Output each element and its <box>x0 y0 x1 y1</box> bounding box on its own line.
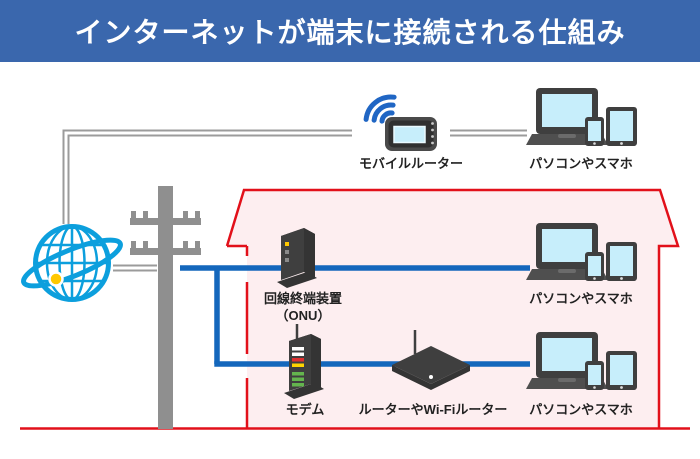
devices-bottom-label: パソコンやスマホ <box>529 402 633 417</box>
wireless-link-lines <box>62 129 527 272</box>
wifi-signal-icon <box>363 94 397 124</box>
devices-middle-label: パソコンやスマホ <box>529 291 633 306</box>
wired-connection-lines <box>180 265 530 367</box>
mobile-router-icon <box>385 117 437 151</box>
devices-top-label: パソコンやスマホ <box>529 156 633 171</box>
onu-label: 回線終端装置 （ONU） <box>264 291 342 325</box>
onu-label-line2: （ONU） <box>275 307 331 323</box>
onu-tower-icon <box>277 228 317 288</box>
modem-tower-icon <box>284 324 324 399</box>
wifi-router-box-icon <box>392 330 470 390</box>
mobile-router-label: モバイルルーター <box>358 156 464 171</box>
utility-pole-icon <box>130 186 201 429</box>
modem-label: モデム <box>285 402 325 417</box>
laptop-phone-tablet-icon-top <box>526 88 637 146</box>
page-title: インターネットが端末に接続される仕組み <box>74 17 626 48</box>
globe-with-orbit-icon <box>21 224 123 302</box>
title-banner: インターネットが端末に接続される仕組み <box>0 0 700 62</box>
wifi-router-label: ルーターやWi-Fiルーター <box>358 402 508 417</box>
onu-label-line1: 回線終端装置 <box>263 291 343 306</box>
